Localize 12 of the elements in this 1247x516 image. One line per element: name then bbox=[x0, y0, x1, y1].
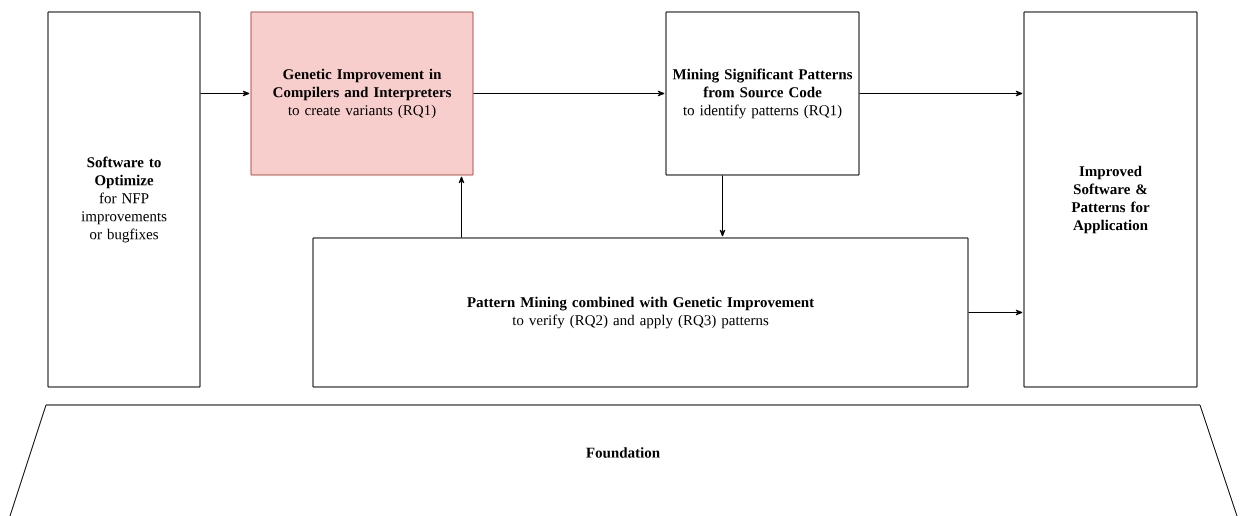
arrow bbox=[473, 90, 665, 97]
process-box: Pattern Mining combined with Genetic Improvement to verify (RQ2) and apply (RQ3) patterns bbox=[312, 237, 969, 388]
arrow bbox=[719, 175, 726, 237]
arrow bbox=[458, 176, 465, 238]
process-box: Improved Software & Patterns for Application bbox=[1023, 11, 1198, 388]
arrow bbox=[859, 90, 1023, 97]
process-box: Software to Optimize for NFP improvements or bugfixes bbox=[47, 11, 201, 388]
arrow bbox=[200, 90, 250, 97]
arrow bbox=[968, 309, 1023, 316]
process-box: Mining Significant Patterns from Source Code to identify patterns (RQ1) bbox=[665, 11, 860, 176]
process-box: Genetic Improvement in Compilers and Interpreters to create variants (RQ1) bbox=[250, 11, 474, 176]
foundation-trapezoid: Foundation bbox=[9, 404, 1238, 516]
